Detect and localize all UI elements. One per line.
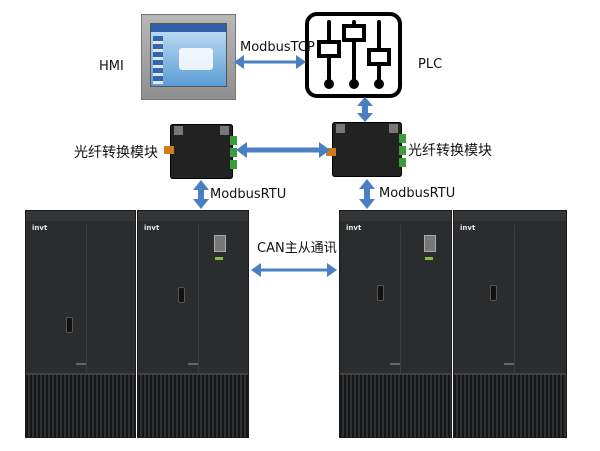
- can-master-label: CAN主从通讯: [257, 241, 337, 256]
- plc-converter-arrow: [357, 97, 373, 122]
- inverter-brand-logo: invt: [346, 224, 362, 232]
- inverter-cabinet: invt: [339, 210, 452, 438]
- inverter-brand-logo: invt: [144, 224, 160, 232]
- inverter-cabinet: invt: [137, 210, 249, 438]
- plc-device: [305, 12, 402, 98]
- plc-label: PLC: [418, 57, 443, 72]
- fiber-link-arrow: [236, 142, 330, 158]
- fiber-module-left-label: 光纤转换模块: [74, 145, 158, 161]
- hmi-device: [141, 14, 236, 100]
- can-link-arrow: [251, 263, 337, 277]
- inverter-brand-logo: invt: [32, 224, 48, 232]
- hmi-screen: [150, 23, 227, 87]
- modbus-rtu-left-arrow: [193, 180, 209, 209]
- hmi-label: HMI: [99, 59, 124, 74]
- keypad-icon: [424, 235, 436, 252]
- inverter-cabinet: invt: [453, 210, 567, 438]
- fiber-converter-right: [326, 122, 406, 177]
- keypad-icon: [214, 235, 226, 252]
- modbus-rtu-right-label: ModbusRTU: [379, 186, 456, 201]
- plc-symbol-icon: [317, 20, 391, 89]
- modbus-tcp-arrow: [234, 55, 306, 69]
- modbus-tcp-label: ModbusTCP: [240, 40, 315, 55]
- modbus-rtu-left-label: ModbusRTU: [210, 187, 287, 202]
- inverter-cabinet: invt: [25, 210, 136, 438]
- fiber-converter-left: [164, 124, 237, 179]
- inverter-brand-logo: invt: [460, 224, 476, 232]
- fiber-module-right-label: 光纤转换模块: [408, 143, 492, 159]
- modbus-rtu-right-arrow: [359, 179, 375, 209]
